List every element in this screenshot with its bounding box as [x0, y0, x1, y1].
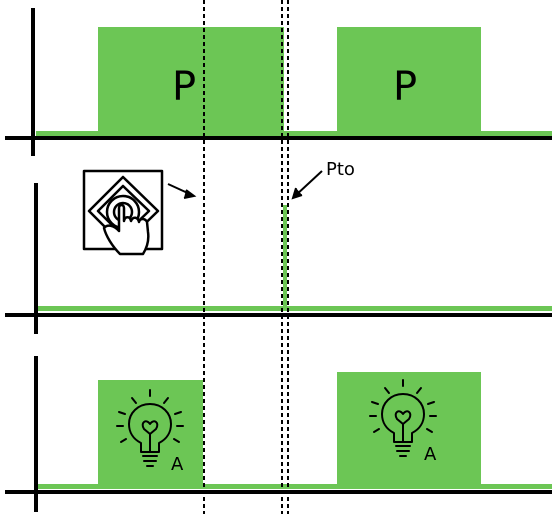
- row-pulse-signal: P P: [5, 8, 552, 156]
- baseline-level: [36, 131, 552, 136]
- lamp-2-label: A: [424, 444, 437, 465]
- pulse-2: [337, 27, 481, 136]
- row-button-signal: Pto: [5, 159, 552, 334]
- baseline-level: [36, 484, 552, 489]
- lamp-1-label: A: [171, 454, 184, 475]
- pulse-1: [98, 27, 284, 136]
- light-bulb-icon: [116, 389, 184, 467]
- baseline-level: [36, 306, 552, 311]
- time-markers: [203, 0, 289, 514]
- button-arrow: [167, 183, 197, 199]
- pulse-2-label: P: [393, 64, 417, 110]
- pto-label: Pto: [326, 159, 355, 180]
- push-button-icon: [82, 169, 164, 256]
- pto-arrow: [291, 170, 323, 200]
- pulse-2: [337, 372, 481, 489]
- pulse-1-label: P: [172, 64, 196, 110]
- row-lamp-signal: A A: [5, 356, 552, 512]
- pulse-spike: [283, 205, 287, 311]
- light-bulb-icon: [369, 379, 437, 457]
